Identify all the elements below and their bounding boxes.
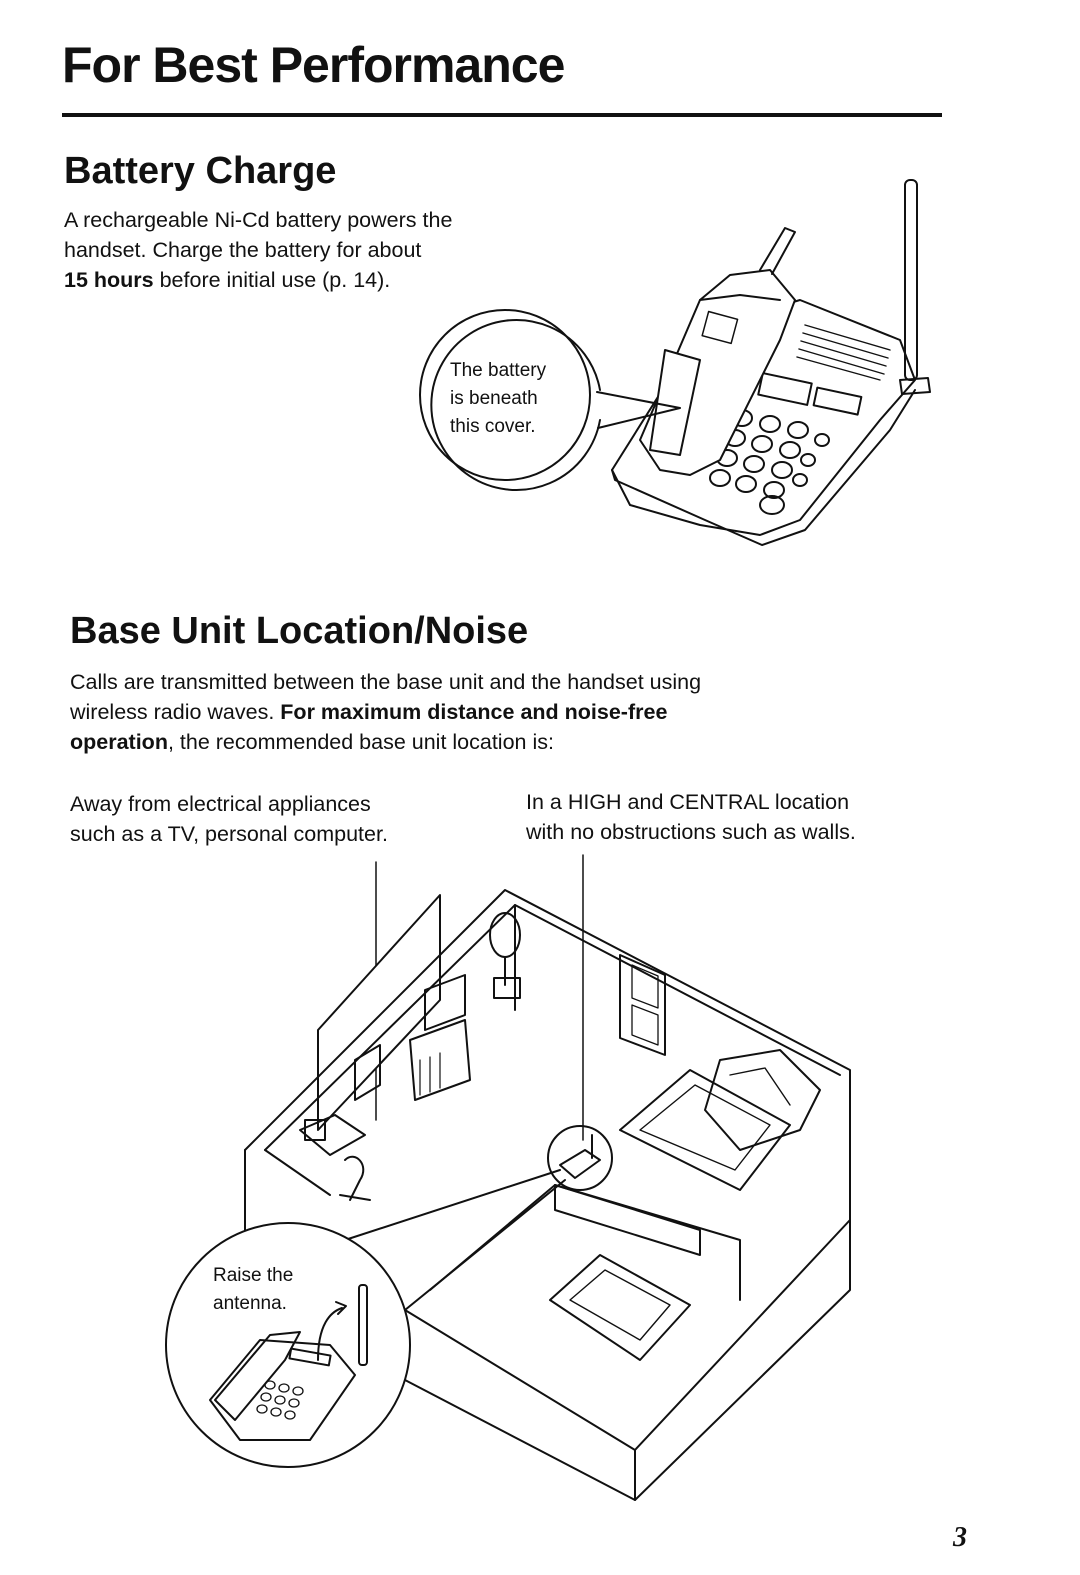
base-line-3: operation, the recommended base unit loc…: [70, 727, 950, 757]
antenna-callout-text: Raise the antenna.: [213, 1262, 353, 1318]
antenna-callout: [165, 1222, 411, 1468]
battery-callout-line-3: this cover.: [450, 416, 536, 437]
base-line-1: Calls are transmitted between the base u…: [70, 670, 702, 694]
base-line-2: wireless radio waves. For maximum distan…: [70, 697, 950, 727]
battery-line-3: 15 hours before initial use (p. 14).: [64, 265, 584, 295]
title-rule: [62, 113, 942, 117]
base-line-2-normal: wireless radio waves.: [70, 700, 281, 724]
cordless-phone-illustration: [430, 179, 931, 546]
base-line-3-bold: operation: [70, 730, 168, 754]
left-col-line-2: such as a TV, personal computer.: [70, 822, 388, 846]
battery-callout-circle: [419, 309, 591, 481]
right-col-line-1: In a HIGH and CENTRAL location: [526, 790, 850, 814]
base-line-3-rest: , the recommended base unit location is:: [167, 730, 554, 754]
right-col-line-2: with no obstructions such as walls.: [526, 820, 856, 844]
battery-callout-text: The battery is beneath this cover.: [450, 357, 590, 441]
left-col-line-1: Away from electrical appliances: [70, 792, 371, 816]
battery-hours: 15 hours: [64, 268, 154, 292]
raise-arrow-icon: [317, 1307, 343, 1361]
base-line-2-bold: For maximum distance and noise-free: [280, 700, 668, 724]
antenna-callout-line-1: Raise the: [213, 1265, 294, 1286]
antenna-callout-line-2: antenna.: [213, 1293, 287, 1314]
page-title: For Best Performance: [62, 37, 565, 93]
page-number: 3: [953, 1522, 967, 1553]
battery-line-2: handset. Charge the battery for about: [64, 238, 422, 262]
base-unit-heading: Base Unit Location/Noise: [70, 610, 529, 652]
high-central-location-text: In a HIGH and CENTRAL location with no o…: [526, 787, 966, 847]
battery-line-3-rest: before initial use (p. 14).: [153, 268, 391, 292]
room-illustration: [244, 854, 851, 1501]
battery-line-1: A rechargeable Ni-Cd battery powers the: [64, 208, 453, 232]
away-from-appliances-text: Away from electrical appliances such as …: [70, 789, 490, 849]
battery-paragraph: A rechargeable Ni-Cd battery powers the …: [64, 205, 584, 295]
base-paragraph: Calls are transmitted between the base u…: [70, 667, 950, 757]
battery-callout-line-1: The battery: [450, 360, 547, 381]
battery-charge-heading: Battery Charge: [64, 150, 337, 192]
battery-callout-line-2: is beneath: [450, 388, 538, 409]
